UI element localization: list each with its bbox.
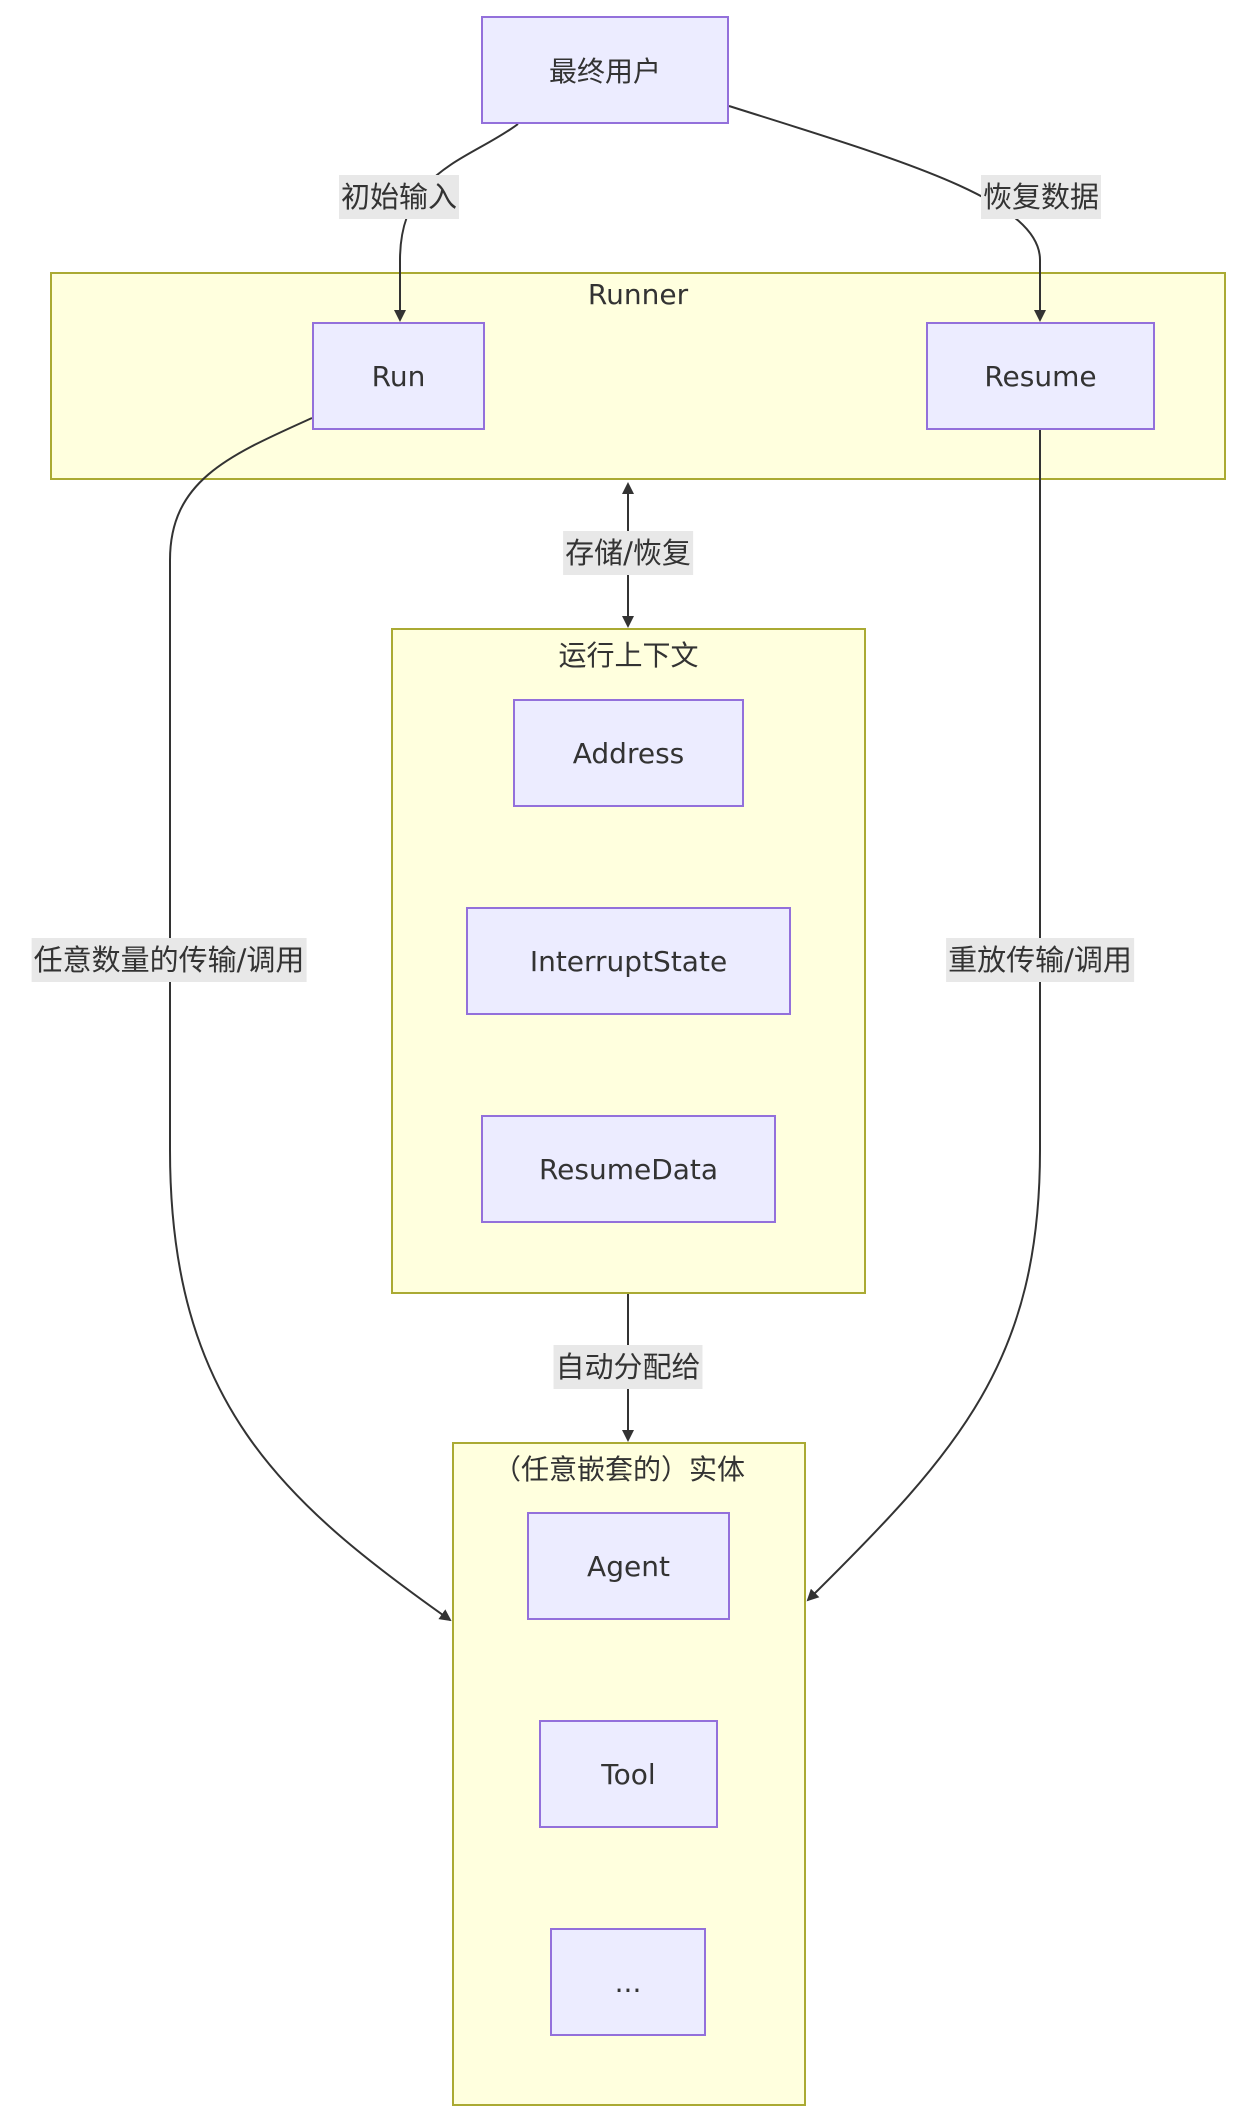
edge-label-store-restore: 存储/恢复 (563, 531, 693, 575)
edge-label-any-transfer-call: 任意数量的传输/调用 (31, 938, 307, 982)
cluster-entities-title: （任意嵌套的）实体 (492, 1453, 745, 1486)
node-run[interactable]: Run (312, 322, 485, 430)
edge-resume-to-entities (806, 430, 1041, 1602)
edge-user-to-run (394, 123, 519, 322)
cluster-run-context-title: 运行上下文 (558, 639, 699, 672)
edge-label-replay-transfer-call: 重放传输/调用 (946, 938, 1134, 982)
edge-label-auto-assign: 自动分配给 (553, 1345, 703, 1389)
node-end-user[interactable]: 最终用户 (481, 16, 729, 124)
edge-user-to-resume (728, 105, 1046, 322)
node-resume-data[interactable]: ResumeData (481, 1115, 776, 1223)
node-resume[interactable]: Resume (926, 322, 1155, 430)
node-interrupt-state[interactable]: InterruptState (466, 907, 791, 1015)
edge-label-initial-input: 初始输入 (338, 175, 460, 219)
node-address[interactable]: Address (513, 699, 744, 807)
edge-label-resume-data: 恢复数据 (980, 175, 1102, 219)
edge-run-to-entities (169, 417, 452, 1622)
cluster-runner-title: Runner (587, 278, 689, 311)
node-tool[interactable]: Tool (539, 1720, 718, 1828)
node-ellipsis[interactable]: ... (550, 1928, 706, 2036)
node-agent[interactable]: Agent (527, 1512, 730, 1620)
